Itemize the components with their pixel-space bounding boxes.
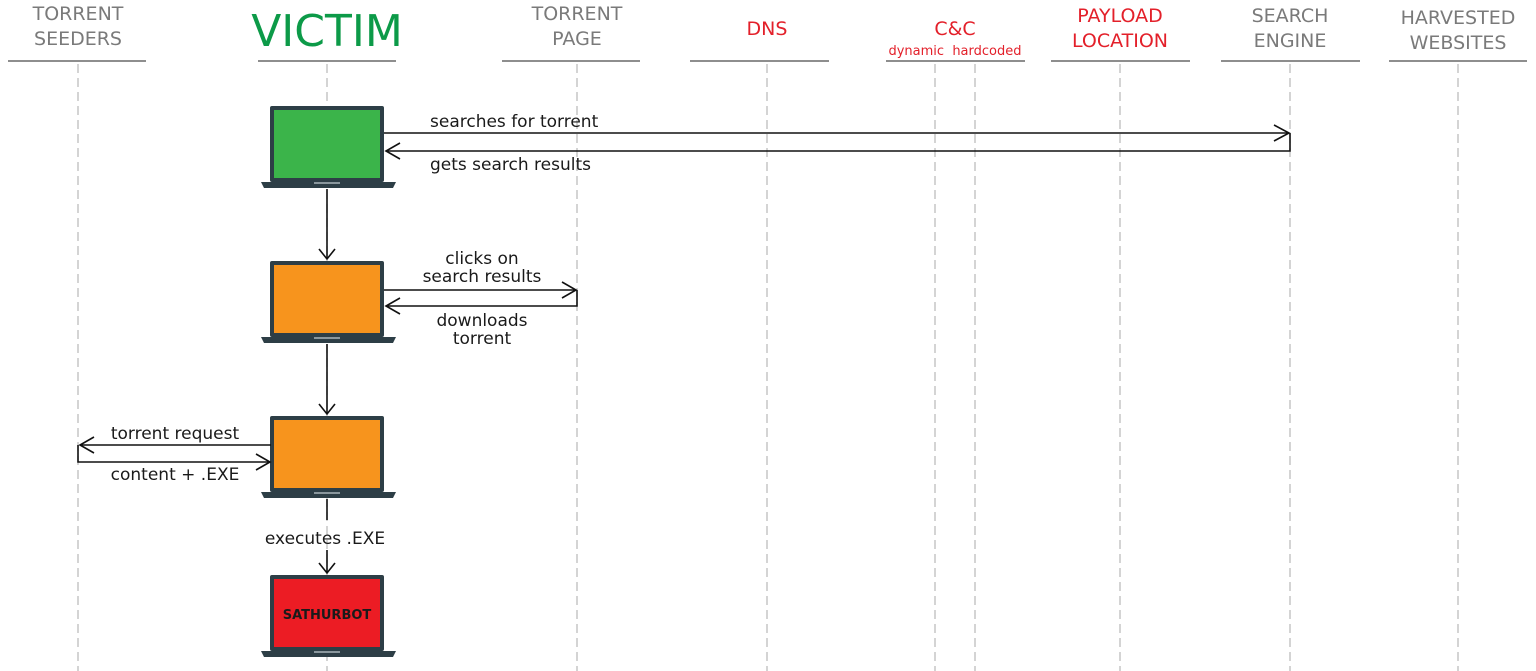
lane-header-harvested-websites: HARVESTED WEBSITES — [1389, 7, 1527, 62]
message-search: searches for torrent — [384, 112, 1291, 142]
lane-header-search-engine: SEARCH ENGINE — [1221, 5, 1360, 62]
message-label: searches for torrent — [430, 112, 599, 132]
lane-header-dns: DNS — [690, 18, 829, 62]
message-label: content + .EXE — [111, 465, 240, 485]
lane-header-torrent-seeders: TORRENT SEEDERS — [8, 3, 146, 62]
message-clicks: clicks on search results — [384, 249, 578, 299]
flow-arrow-1 — [318, 189, 336, 261]
message-label-line2: search results — [423, 267, 542, 287]
lifelines — [77, 64, 1459, 671]
laptop-screen-orange — [274, 420, 380, 488]
laptop-screen-orange — [274, 265, 380, 333]
lane-title-line2: ENGINE — [1254, 30, 1327, 52]
lane-title-line1: SEARCH — [1252, 5, 1329, 27]
laptop-icon-search — [261, 106, 396, 188]
victim-title: VICTIM — [251, 6, 403, 57]
sathurbot-label: SATHURBOT — [283, 608, 372, 623]
message-results: gets search results — [384, 133, 1291, 175]
lane-title-line1: PAYLOAD — [1077, 5, 1163, 27]
lane-header-victim: VICTIM — [251, 6, 403, 62]
lane-title-line2: SEEDERS — [34, 28, 122, 50]
lane-header-torrent-page: TORRENT PAGE — [502, 3, 640, 62]
lane-title: DNS — [747, 18, 788, 40]
executes-label: executes .EXE — [265, 529, 385, 549]
lane-title-line2: PAGE — [552, 28, 602, 50]
message-label-line1: downloads — [436, 311, 527, 331]
message-label: gets search results — [430, 155, 591, 175]
lane-title-line2: LOCATION — [1072, 30, 1168, 52]
lane-title-line2: WEBSITES — [1410, 32, 1507, 54]
lane-title-line1: TORRENT — [32, 3, 124, 25]
message-content-exe: content + .EXE — [77, 445, 272, 485]
lane-title-line1: HARVESTED — [1401, 7, 1516, 29]
lane-title: C&C — [934, 18, 975, 40]
lane-header-payload-location: PAYLOAD LOCATION — [1051, 5, 1190, 62]
laptop-icon-sathurbot: SATHURBOT — [261, 575, 396, 657]
message-label-line1: clicks on — [445, 249, 518, 269]
laptop-icon-torrent — [261, 416, 396, 498]
flow-arrow-3 — [318, 499, 336, 575]
lane-subtitle: dynamic hardcoded — [888, 44, 1021, 59]
message-label: torrent request — [111, 424, 240, 444]
message-downloads: downloads torrent — [384, 290, 578, 349]
laptop-icon-download — [261, 261, 396, 343]
laptop-screen-green — [274, 110, 380, 178]
lane-title-line1: TORRENT — [531, 3, 623, 25]
lane-header-cnc: C&C dynamic hardcoded — [886, 18, 1025, 62]
message-torrent-request: torrent request — [78, 424, 271, 454]
message-label-line2: torrent — [453, 329, 512, 349]
flow-arrow-2 — [318, 344, 336, 416]
laptop-screen-red — [274, 579, 380, 647]
